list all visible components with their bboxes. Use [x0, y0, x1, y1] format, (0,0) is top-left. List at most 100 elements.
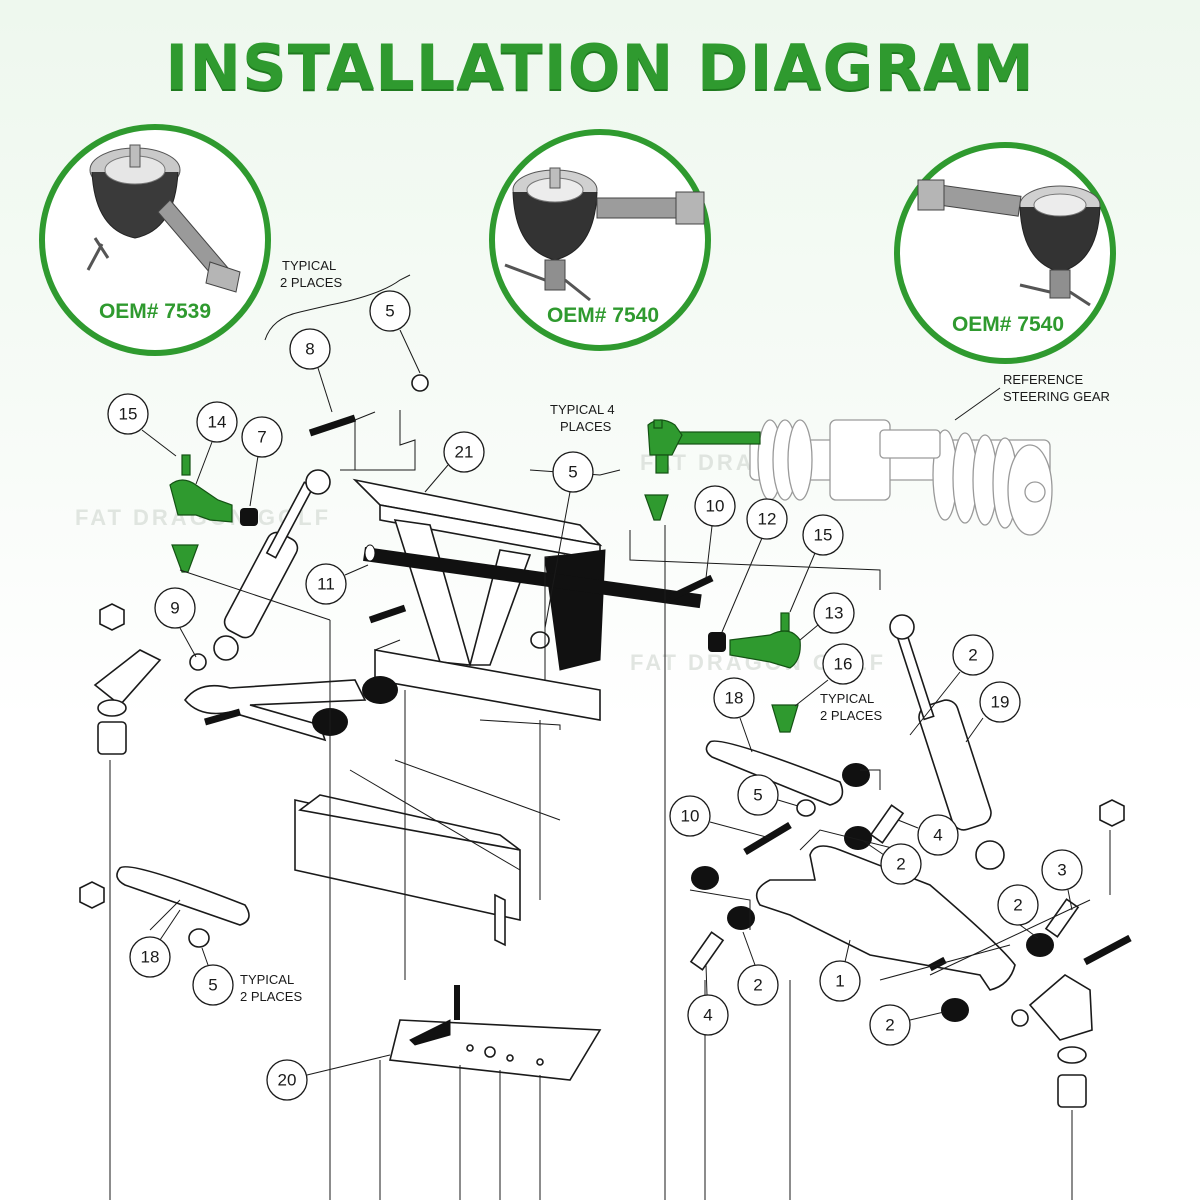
- svg-text:4: 4: [703, 1006, 712, 1025]
- callout-15-right: 15: [789, 514, 844, 613]
- svg-text:TYPICAL: TYPICAL: [282, 258, 336, 273]
- svg-text:5: 5: [385, 302, 394, 321]
- inset-oem-7540-right: OEM# 7540: [894, 142, 1116, 364]
- callout-3: 3: [1041, 849, 1083, 911]
- svg-text:4: 4: [933, 826, 942, 845]
- centerlines: [109, 274, 1111, 1200]
- svg-text:PLACES: PLACES: [560, 419, 612, 434]
- left-shock-absorber: [213, 469, 331, 661]
- callout-5-right: 5: [737, 774, 799, 816]
- tie-rod-end-left-icon: [86, 144, 241, 293]
- link-bar-18-left: [79, 866, 250, 948]
- right-shock-absorber-19: [889, 614, 1005, 870]
- right-tie-rod-end-green: [708, 612, 801, 733]
- svg-text:2 PLACES: 2 PLACES: [240, 989, 302, 1004]
- svg-text:2: 2: [1013, 896, 1022, 915]
- svg-text:2: 2: [753, 976, 762, 995]
- callout-2-bottom-right: 2: [869, 1004, 945, 1046]
- callout-2-right-lower: 2: [997, 884, 1039, 939]
- callout-18-right: 18: [713, 677, 755, 753]
- callout-8: 8: [289, 328, 333, 413]
- callout-2-bottom-mid: 2: [737, 931, 779, 1006]
- inset-oem-7539: OEM# 7539: [39, 124, 271, 356]
- svg-text:11: 11: [317, 575, 335, 594]
- callout-2-right-upper: 2: [909, 634, 994, 736]
- typical-4-places-note: TYPICAL 4 PLACES: [550, 402, 615, 434]
- svg-text:2 PLACES: 2 PLACES: [280, 275, 342, 290]
- svg-text:18: 18: [141, 948, 160, 967]
- callout-19: 19: [965, 681, 1021, 743]
- callout-5-top: 5: [369, 290, 421, 374]
- callout-21: 21: [424, 431, 485, 493]
- svg-text:TYPICAL 4: TYPICAL 4: [550, 402, 615, 417]
- svg-text:18: 18: [725, 689, 744, 708]
- callout-20: 20: [266, 1054, 391, 1101]
- svg-text:10: 10: [681, 807, 700, 826]
- svg-text:2: 2: [968, 646, 977, 665]
- svg-text:TYPICAL: TYPICAL: [820, 691, 874, 706]
- svg-text:TYPICAL: TYPICAL: [240, 972, 294, 987]
- svg-text:3: 3: [1057, 861, 1066, 880]
- svg-text:9: 9: [170, 599, 179, 618]
- callout-14: 14: [195, 401, 238, 485]
- svg-text:13: 13: [825, 604, 844, 623]
- bolts: [204, 374, 1132, 1020]
- svg-text:21: 21: [455, 443, 474, 462]
- link-bar-18-right: [705, 740, 870, 817]
- inset-label: OEM# 7539: [99, 300, 211, 323]
- callout-4-right: 4: [897, 814, 959, 856]
- tie-rod-assembly-green: [644, 419, 761, 521]
- svg-text:5: 5: [753, 786, 762, 805]
- callout-1: 1: [819, 939, 861, 1002]
- callout-10-top: 10: [694, 485, 736, 579]
- callout-15-left: 15: [107, 393, 177, 457]
- left-tie-rod-end-green: [169, 454, 258, 573]
- reference-steering-gear-note: REFERENCE STEERING GEAR: [1003, 372, 1110, 404]
- mounting-plate-20: [389, 1019, 602, 1081]
- svg-text:5: 5: [568, 463, 577, 482]
- svg-text:15: 15: [814, 526, 833, 545]
- svg-text:12: 12: [758, 510, 777, 529]
- callout-5-center: 5: [544, 451, 594, 629]
- callout-7: 7: [241, 416, 283, 507]
- svg-text:REFERENCE: REFERENCE: [1003, 372, 1084, 387]
- svg-text:2 PLACES: 2 PLACES: [820, 708, 882, 723]
- right-lower-a-arm-1: [689, 799, 1125, 1108]
- callout-9: 9: [154, 587, 197, 658]
- inset-label: OEM# 7540: [952, 313, 1064, 336]
- callout-10-bottom: 10: [669, 795, 771, 839]
- callout-11: 11: [305, 563, 369, 605]
- page-title: INSTALLATION DIAGRAM: [165, 31, 1035, 104]
- svg-text:15: 15: [119, 405, 138, 424]
- callout-12: 12: [721, 498, 788, 633]
- svg-text:8: 8: [305, 340, 314, 359]
- callout-16: 16: [794, 643, 864, 707]
- svg-text:19: 19: [991, 693, 1010, 712]
- inset-label: OEM# 7540: [547, 304, 659, 327]
- reference-steering-gear: [749, 419, 1053, 536]
- tie-rod-end-right-icon: [917, 179, 1101, 307]
- typical-2-places-note-top: TYPICAL 2 PLACES: [280, 258, 342, 290]
- typical-2-places-note-bottom: TYPICAL 2 PLACES: [240, 972, 302, 1004]
- svg-text:20: 20: [278, 1071, 297, 1090]
- svg-text:5: 5: [208, 976, 217, 995]
- cross-shaft-11: [363, 544, 702, 609]
- svg-text:STEERING GEAR: STEERING GEAR: [1003, 389, 1110, 404]
- tie-rod-end-center-icon: [504, 167, 705, 302]
- svg-text:16: 16: [834, 655, 853, 674]
- typical-2-places-note-mid: TYPICAL 2 PLACES: [820, 691, 882, 723]
- callout-2-mid: 2: [861, 839, 922, 885]
- callout-13: 13: [799, 592, 855, 641]
- svg-text:2: 2: [896, 855, 905, 874]
- callout-5-left: 5: [192, 947, 234, 1006]
- svg-text:1: 1: [835, 972, 844, 991]
- svg-text:2: 2: [885, 1016, 894, 1035]
- inset-oem-7540-center: OEM# 7540: [489, 129, 711, 351]
- svg-text:14: 14: [208, 413, 227, 432]
- callout-4-bottom: 4: [687, 964, 729, 1036]
- front-axle-beam: [294, 759, 561, 947]
- svg-text:10: 10: [706, 497, 725, 516]
- svg-text:7: 7: [257, 428, 266, 447]
